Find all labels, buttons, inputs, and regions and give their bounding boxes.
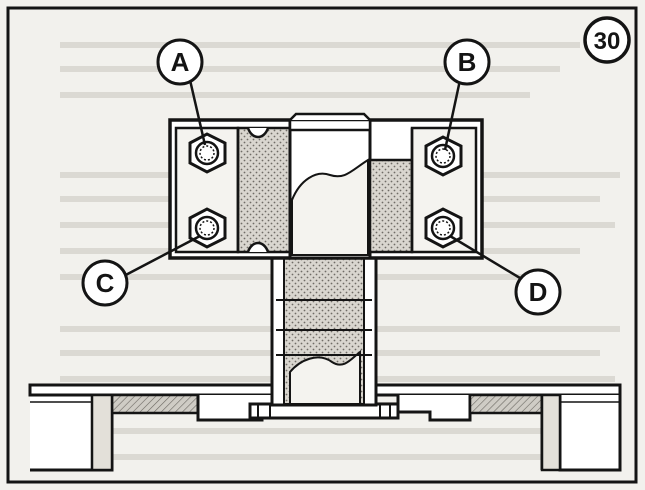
- callout-b: B: [443, 38, 491, 86]
- callout-b-label: B: [458, 47, 477, 77]
- figure-border: [6, 6, 638, 484]
- callout-d: D: [514, 268, 562, 316]
- callout-a: A: [156, 38, 204, 86]
- nut-d: [424, 207, 463, 249]
- nut-a: [188, 132, 227, 174]
- figure-number-badge: 30: [583, 16, 631, 64]
- callout-c: C: [81, 259, 129, 307]
- nut-b: [424, 135, 463, 177]
- callout-d-label: D: [529, 277, 548, 307]
- spindle-shaft: [270, 253, 378, 407]
- callout-a-label: A: [171, 47, 190, 77]
- leader-lines: [119, 79, 521, 280]
- callout-c-label: C: [96, 268, 115, 298]
- figure-number: 30: [594, 28, 621, 55]
- nut-c: [188, 207, 227, 249]
